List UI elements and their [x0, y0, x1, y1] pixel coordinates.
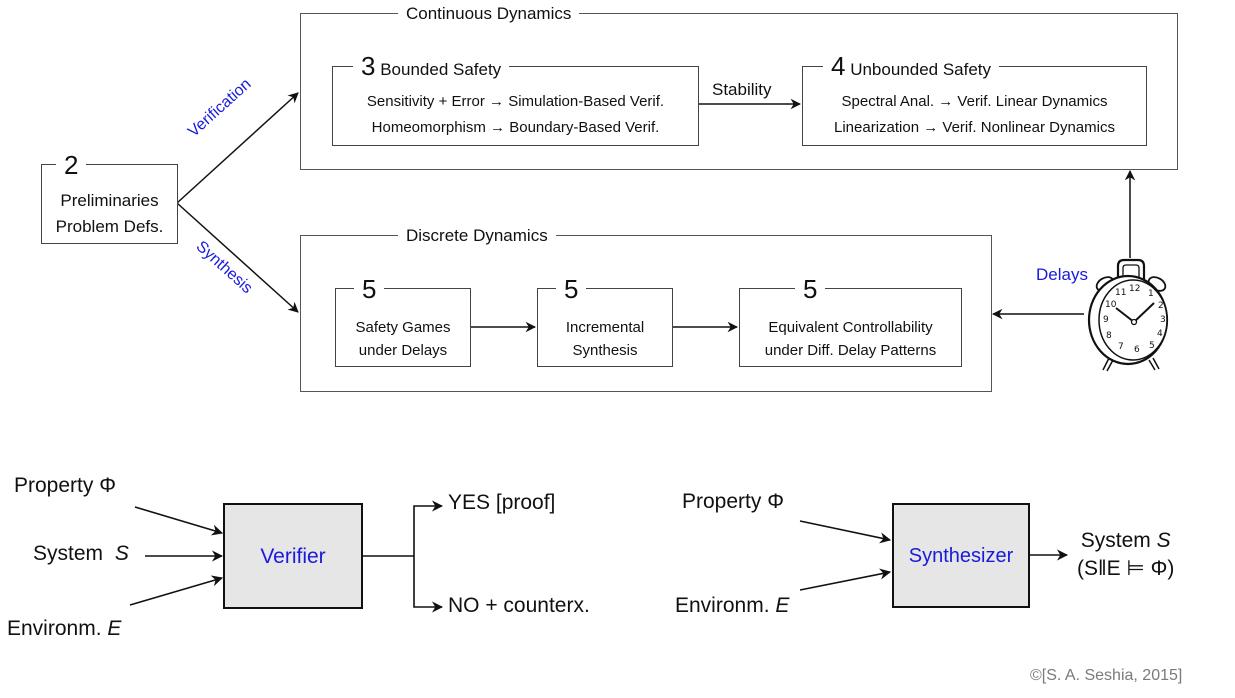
synthesizer-label: Synthesizer [908, 545, 1014, 567]
synthesizer-output-line-2: (S‖E ⊨ Φ) [1077, 557, 1175, 580]
bounded-safety-box: 3 Bounded Safety Sensitivity + Error → S… [332, 53, 699, 146]
svg-text:1: 1 [1148, 289, 1154, 299]
output-prefix: System [1080, 529, 1151, 552]
svg-text:3: 3 [1160, 315, 1166, 325]
right-arrow-icon: → [489, 93, 505, 110]
svg-text:6: 6 [1134, 345, 1140, 355]
verification-arrow [176, 92, 299, 204]
discrete-dynamics-group: Discrete Dynamics 5 Safety Games under D… [300, 226, 992, 392]
safety-games-box: 5 Safety Games under Delays [335, 276, 471, 367]
right-arrow-icon: → [490, 119, 506, 136]
synth-property-input-arrow [799, 520, 892, 544]
preliminaries-line-1: Preliminaries [60, 191, 159, 210]
input-variable: S [114, 542, 129, 565]
chapter-number: 4 [831, 51, 846, 81]
box-line-2: under Delays [358, 342, 448, 359]
box-line-1: Equivalent Controllability [768, 319, 933, 336]
verifier-label: Verifier [260, 545, 326, 568]
svg-text:10: 10 [1105, 300, 1117, 310]
input-variable: E [775, 594, 790, 617]
box-line-1: Incremental [565, 319, 645, 336]
synthesizer-block: Synthesizer [892, 503, 1030, 608]
bounded-safety-line-2: Homeomorphism → Boundary-Based Verif. [333, 117, 698, 139]
chapter-number: 5 [354, 276, 385, 302]
bounded-safety-title: Bounded Safety [380, 60, 502, 79]
property-input-arrow [134, 506, 224, 536]
verification-label: Verification [185, 75, 255, 141]
bounded-safety-line-1: Sensitivity + Error → Simulation-Based V… [333, 91, 698, 113]
svg-text:7: 7 [1118, 342, 1124, 352]
svg-text:11: 11 [1115, 288, 1126, 298]
line-target: Boundary-Based Verif. [509, 119, 660, 136]
svg-text:12: 12 [1129, 284, 1140, 294]
synthesizer-output: System S (S‖E ⊨ Φ) [1077, 527, 1174, 583]
continuous-dynamics-group: Continuous Dynamics 3 Bounded Safety Sen… [300, 4, 1178, 170]
unbounded-safety-title: Unbounded Safety [850, 60, 992, 79]
line-source: Homeomorphism [371, 119, 486, 136]
right-arrow-icon: → [938, 93, 954, 110]
yes-output-arrow [413, 500, 444, 556]
chapter-number: 5 [556, 276, 587, 302]
unbounded-safety-box: 4 Unbounded Safety Spectral Anal. → Veri… [802, 53, 1147, 146]
line-source: Linearization [834, 119, 920, 136]
verifier-block: Verifier [223, 503, 363, 609]
line-target: Verif. Nonlinear Dynamics [942, 119, 1115, 136]
verifier-environment-input: Environm. E [7, 617, 121, 641]
chapter-number: 3 [361, 51, 376, 81]
unbounded-safety-line-2: Linearization → Verif. Nonlinear Dynamic… [803, 117, 1146, 139]
verifier-property-input: Property Φ [14, 474, 116, 497]
preliminaries-box: 2 Preliminaries Problem Defs. [41, 152, 178, 244]
svg-text:4: 4 [1157, 329, 1163, 339]
box-line-1: Safety Games [355, 319, 451, 336]
box-line-2: under Diff. Delay Patterns [764, 342, 937, 359]
output-variable: S [1156, 529, 1171, 552]
input-prefix: System [33, 542, 104, 565]
chapter-number: 2 [56, 152, 87, 178]
verifier-yes-output: YES [proof] [448, 491, 556, 514]
svg-text:2: 2 [1158, 301, 1164, 311]
verifier-system-input: System S [33, 542, 129, 566]
discrete-dynamics-title: Discrete Dynamics [398, 226, 556, 246]
right-arrow-icon: → [923, 119, 939, 136]
unbounded-safety-heading: 4 Unbounded Safety [823, 51, 1000, 81]
synthesizer-environment-input: Environm. E [675, 594, 789, 618]
svg-text:9: 9 [1103, 315, 1109, 325]
line-source: Spectral Anal. [841, 93, 935, 110]
continuous-dynamics-title: Continuous Dynamics [398, 4, 580, 24]
synth-environment-input-arrow [799, 568, 892, 591]
synthesizer-output-line-1: System S [1077, 527, 1174, 555]
bounded-safety-heading: 3 Bounded Safety [353, 51, 510, 81]
svg-text:8: 8 [1106, 331, 1112, 341]
unbounded-safety-line-1: Spectral Anal. → Verif. Linear Dynamics [803, 91, 1146, 113]
input-prefix: Environm. [675, 594, 770, 617]
chapter-number: 5 [795, 276, 826, 302]
synthesizer-property-input: Property Φ [682, 490, 784, 513]
delays-label: Delays [1036, 265, 1088, 284]
incremental-synthesis-box: 5 Incremental Synthesis [537, 276, 673, 367]
equivalent-controllability-box: 5 Equivalent Controllability under Diff.… [739, 276, 962, 367]
box-line-2: Synthesis [572, 342, 638, 359]
line-source: Sensitivity + Error [366, 93, 485, 110]
svg-text:5: 5 [1149, 341, 1155, 351]
verifier-no-output: NO + counterx. [448, 594, 590, 617]
copyright-notice: ©[S. A. Seshia, 2015] [1030, 667, 1183, 684]
preliminaries-line-2: Problem Defs. [55, 217, 164, 236]
environment-input-arrow [129, 575, 224, 606]
input-prefix: Environm. [7, 617, 102, 640]
synthesis-arrow [176, 202, 299, 313]
synthesis-label: Synthesis [192, 238, 256, 298]
no-output-arrow [413, 556, 444, 613]
input-variable: E [107, 617, 122, 640]
line-target: Simulation-Based Verif. [508, 93, 665, 110]
line-target: Verif. Linear Dynamics [957, 93, 1108, 110]
stability-label: Stability [712, 80, 772, 99]
